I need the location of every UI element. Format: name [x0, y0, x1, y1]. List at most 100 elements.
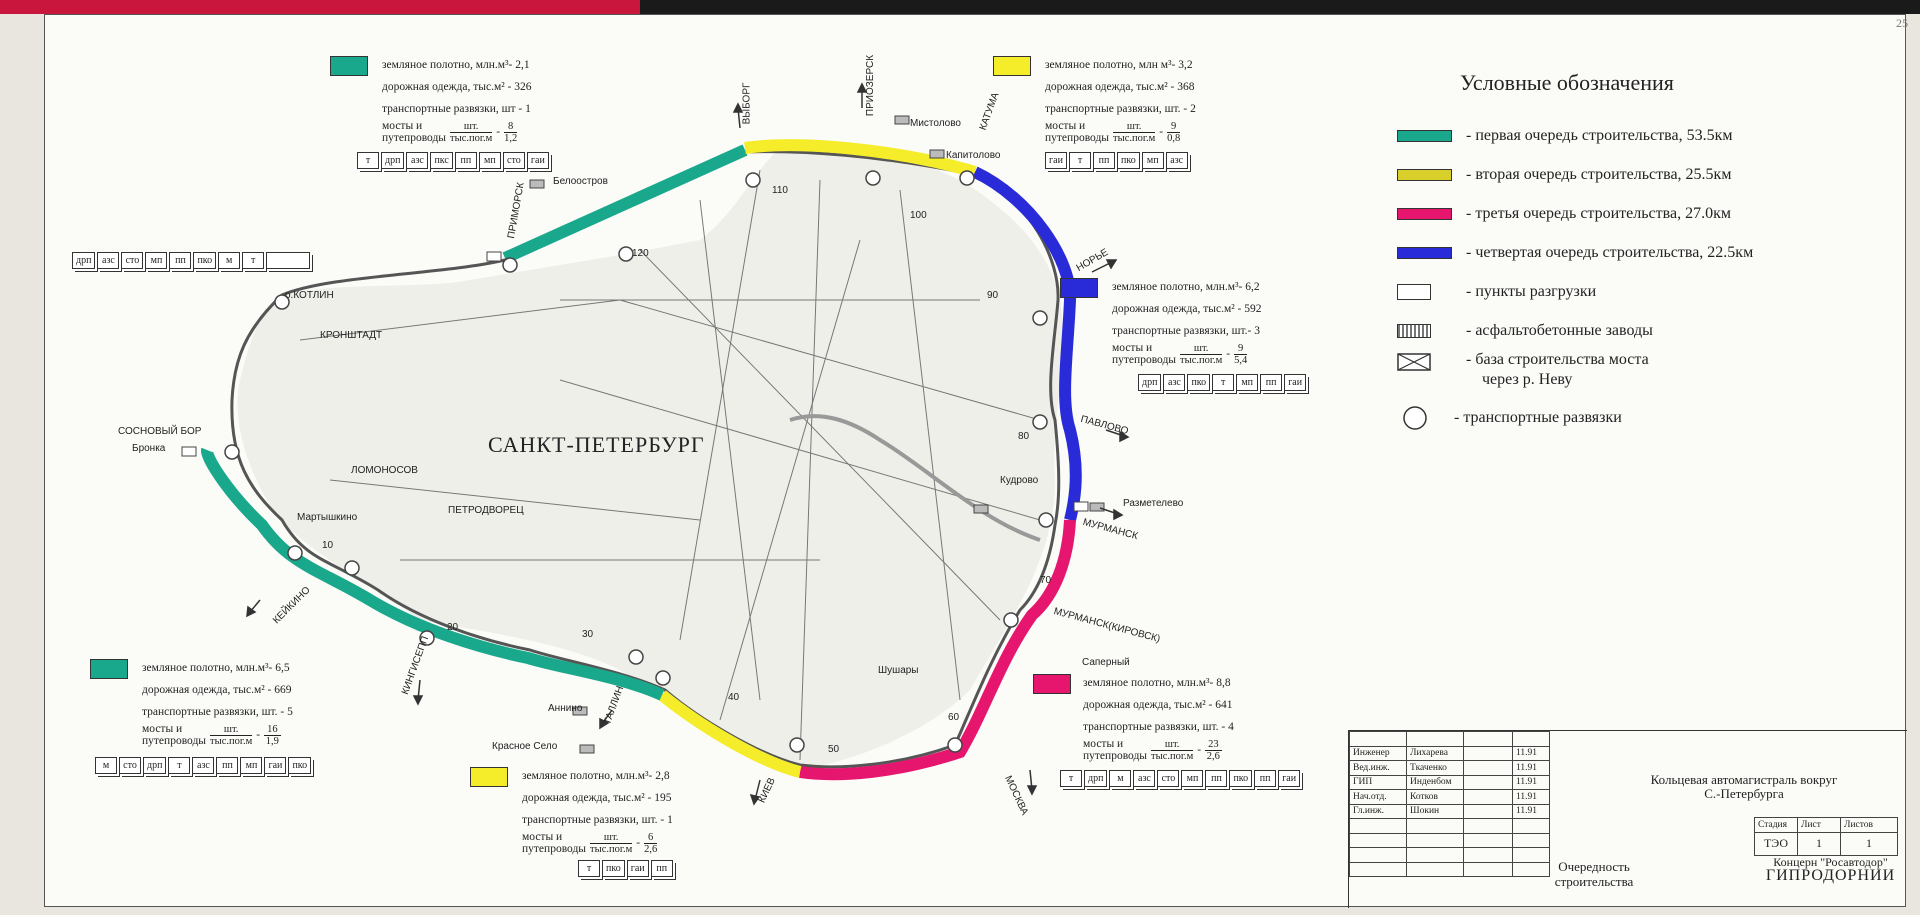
- unit-fraction: шт.тыс.пог.м: [1151, 738, 1194, 762]
- annotation-line: путепроводы: [1112, 354, 1177, 366]
- empty-rectangle-icon: [1397, 283, 1431, 300]
- abbr-cell: азс: [1133, 770, 1156, 787]
- annotation-northwest: земляное полотно, млн.м³- 2,1 дорожная о…: [330, 54, 532, 144]
- annotation-line: дорожная одежда, тыс.м² - 195: [522, 792, 672, 804]
- km-marker-30: 30: [582, 629, 594, 640]
- abbr-cell: пко: [602, 860, 625, 877]
- annotation-line: путепроводы: [382, 132, 447, 144]
- signature-cell: [1463, 803, 1513, 819]
- annotation-line: путепроводы: [522, 843, 587, 855]
- abbr-cell: мп: [478, 152, 501, 169]
- legend-title: Условные обозначения: [1460, 70, 1674, 95]
- km-marker-70: 70: [1040, 575, 1052, 586]
- signature-cell: [1463, 789, 1513, 805]
- abbr-cell: пп: [1254, 770, 1277, 787]
- annotation-line: мосты и: [1045, 120, 1086, 132]
- yellow-swatch: [993, 56, 1031, 76]
- name-cell: Ткаченко: [1406, 760, 1464, 776]
- abbr-cell: м: [218, 252, 241, 269]
- annotation-southeast: земляное полотно, млн.м³- 8,8 дорожная о…: [1033, 672, 1234, 762]
- annotation-line: земляное полотно, млн м³- 3,2: [1045, 59, 1193, 71]
- abbr-cell: т: [168, 757, 191, 774]
- abbr-cell: пп: [454, 152, 477, 169]
- abbr-cell: дрп: [1138, 374, 1162, 391]
- annotation-line: земляное полотно, млн.м³- 6,2: [1112, 281, 1260, 293]
- mistolovo-label: Мистолово: [910, 118, 961, 129]
- abbr-cell: азс: [97, 252, 120, 269]
- role-cell: Вед.инж.: [1349, 760, 1407, 776]
- name-cell: Шокин: [1406, 803, 1464, 819]
- abbr-cell: пко: [1117, 152, 1140, 169]
- direction-arrows: [246, 82, 1130, 806]
- date-cell: [1512, 731, 1550, 747]
- abbr-cell: азс: [1163, 374, 1186, 391]
- annotation-line: транспортные развязки, шт. - 5: [142, 706, 293, 718]
- abbr-cell: пко: [1187, 374, 1211, 391]
- annotation-line: дорожная одежда, тыс.м² - 368: [1045, 81, 1195, 93]
- role-cell: Инженер: [1349, 745, 1407, 761]
- annotation-line: дорожная одежда, тыс.м² - 641: [1083, 699, 1233, 711]
- abbr-cell: пп: [216, 757, 239, 774]
- southwest-abbreviation-row: м сто дрп т азс пп мп гаи пко: [95, 757, 313, 774]
- stage-header: Стадия: [1754, 817, 1798, 833]
- unloading-points: [181, 251, 1089, 512]
- abbr-cell: пкс: [430, 152, 453, 169]
- abbr-cell: сто: [119, 757, 141, 774]
- abbr-cell-empty: [266, 252, 311, 269]
- annotation-line: мосты и: [1083, 738, 1124, 750]
- legend-item-stage2: - вторая очередь строительства, 25.5км: [1380, 155, 1900, 194]
- legend-item-unloading: - пункты разгрузки: [1380, 272, 1900, 311]
- signature-cell: [1463, 745, 1513, 761]
- abbr-cell: мп: [240, 757, 263, 774]
- annotation-northeast: земляное полотно, млн м³- 3,2 дорожная о…: [993, 54, 1196, 144]
- abbr-cell: мп: [1236, 374, 1259, 391]
- name-cell: Котков: [1406, 789, 1464, 805]
- legend-text: - асфальтобетонные заводы: [1466, 321, 1653, 339]
- annotation-south: земляное полотно, млн.м³- 2,8 дорожная о…: [470, 765, 673, 855]
- krasnoe-selo-label: Красное Село: [492, 741, 558, 752]
- south-abbreviation-row: т пко гаи пп: [578, 860, 675, 877]
- annotation-line: транспортные развязки, шт. - 1: [522, 814, 673, 826]
- abbr-cell: м: [1109, 770, 1132, 787]
- stage-value: ТЭО: [1754, 831, 1798, 856]
- abbr-cell: сто: [121, 252, 144, 269]
- priozersk-label: ПРИОЗЕРСК: [865, 54, 877, 117]
- legend-text: - пункты разгрузки: [1466, 282, 1597, 300]
- legend-item-stage3: - третья очередь строительства, 27.0км: [1380, 194, 1900, 233]
- date-cell: 11.91: [1512, 789, 1550, 805]
- razmetelevo-label: Разметелево: [1123, 498, 1184, 509]
- km-marker-50: 50: [828, 744, 840, 755]
- neva-river: [789, 414, 1041, 542]
- legend-text: - четвертая очередь строительства, 22.5к…: [1466, 243, 1754, 261]
- pink-swatch: [1033, 674, 1071, 694]
- annotation-line: дорожная одежда, тыс.м² - 592: [1112, 303, 1262, 315]
- abbr-cell: мп: [1141, 152, 1164, 169]
- city-name-label: САНКТ-ПЕТЕРБУРГ: [488, 432, 705, 457]
- abbr-cell: азс: [1165, 152, 1188, 169]
- legend-text: - транспортные развязки: [1454, 408, 1622, 426]
- abbr-cell: сто: [502, 152, 525, 169]
- crossed-box-icon: [1397, 353, 1431, 371]
- table-row: [1349, 731, 1550, 747]
- blue-swatch: [1060, 278, 1098, 298]
- role-cell: [1349, 731, 1407, 747]
- kapitolovo-label: Капитолово: [946, 150, 1001, 161]
- annotation-line: путепроводы: [1083, 750, 1148, 762]
- northwest-abbreviation-row: т дрп азс пкс пп мп сто гаи: [357, 152, 551, 169]
- role-cell: Гл.инж.: [1349, 803, 1407, 819]
- name-cell: Лихарева: [1406, 745, 1464, 761]
- stage2-segment-south: [658, 690, 802, 778]
- yellow-swatch: [470, 767, 508, 787]
- annotation-line: транспортные развязки, шт - 1: [382, 103, 531, 115]
- signature-cell: [1463, 731, 1513, 747]
